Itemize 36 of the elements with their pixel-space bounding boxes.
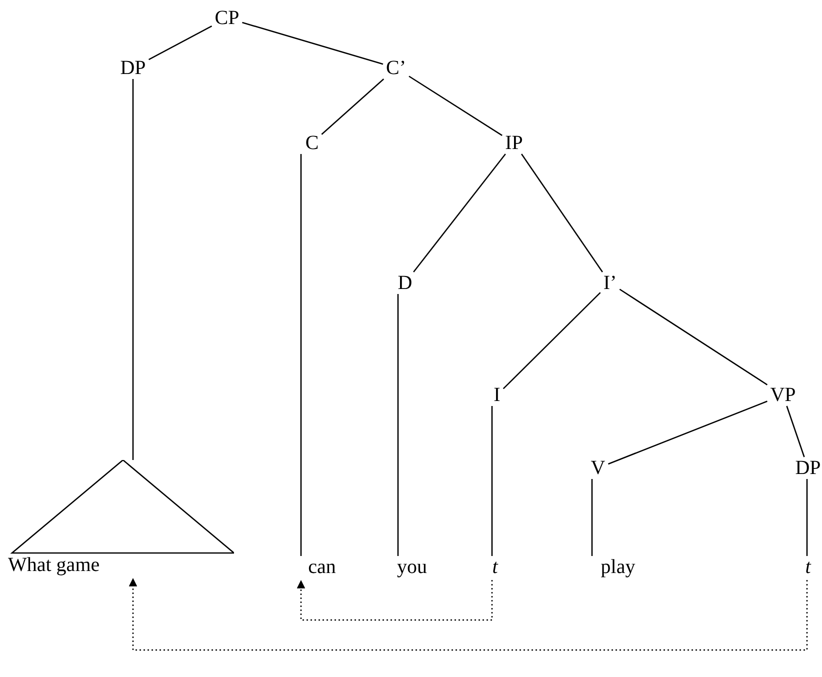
branch-line	[502, 292, 601, 390]
category-label: DP	[119, 57, 147, 79]
branch-line	[300, 154, 302, 556]
category-label: CP	[214, 7, 240, 29]
movement-arrow	[296, 580, 493, 621]
branch-line	[491, 406, 493, 556]
word-label: you	[396, 556, 428, 578]
branch-line	[806, 479, 808, 556]
word-label: play	[600, 556, 636, 578]
branch-line	[397, 294, 399, 556]
trace-label: t	[804, 556, 812, 578]
branch-line	[521, 154, 603, 272]
category-label: I’	[602, 272, 618, 294]
branch-line	[321, 78, 384, 135]
word-label: What game	[8, 554, 100, 576]
category-label: D	[396, 272, 414, 294]
category-label: IP	[504, 132, 524, 154]
category-label: V	[590, 457, 606, 479]
category-label: I	[492, 384, 502, 406]
category-label: C	[304, 132, 320, 154]
word-label: can	[307, 556, 337, 578]
branch-line	[786, 406, 805, 458]
branch-line	[608, 400, 768, 465]
branch-line	[242, 22, 384, 65]
branch-line	[619, 288, 768, 386]
category-label: DP	[794, 457, 822, 479]
branch-line	[413, 154, 506, 272]
trace-label: t	[491, 556, 500, 578]
branch-line	[408, 76, 502, 136]
branch-line	[591, 479, 593, 556]
branch-line	[132, 79, 134, 460]
category-label: C’	[385, 57, 407, 79]
phrase-triangle	[8, 460, 234, 576]
movement-arrow	[128, 578, 808, 651]
category-label: VP	[769, 384, 797, 406]
branch-line	[148, 26, 212, 60]
